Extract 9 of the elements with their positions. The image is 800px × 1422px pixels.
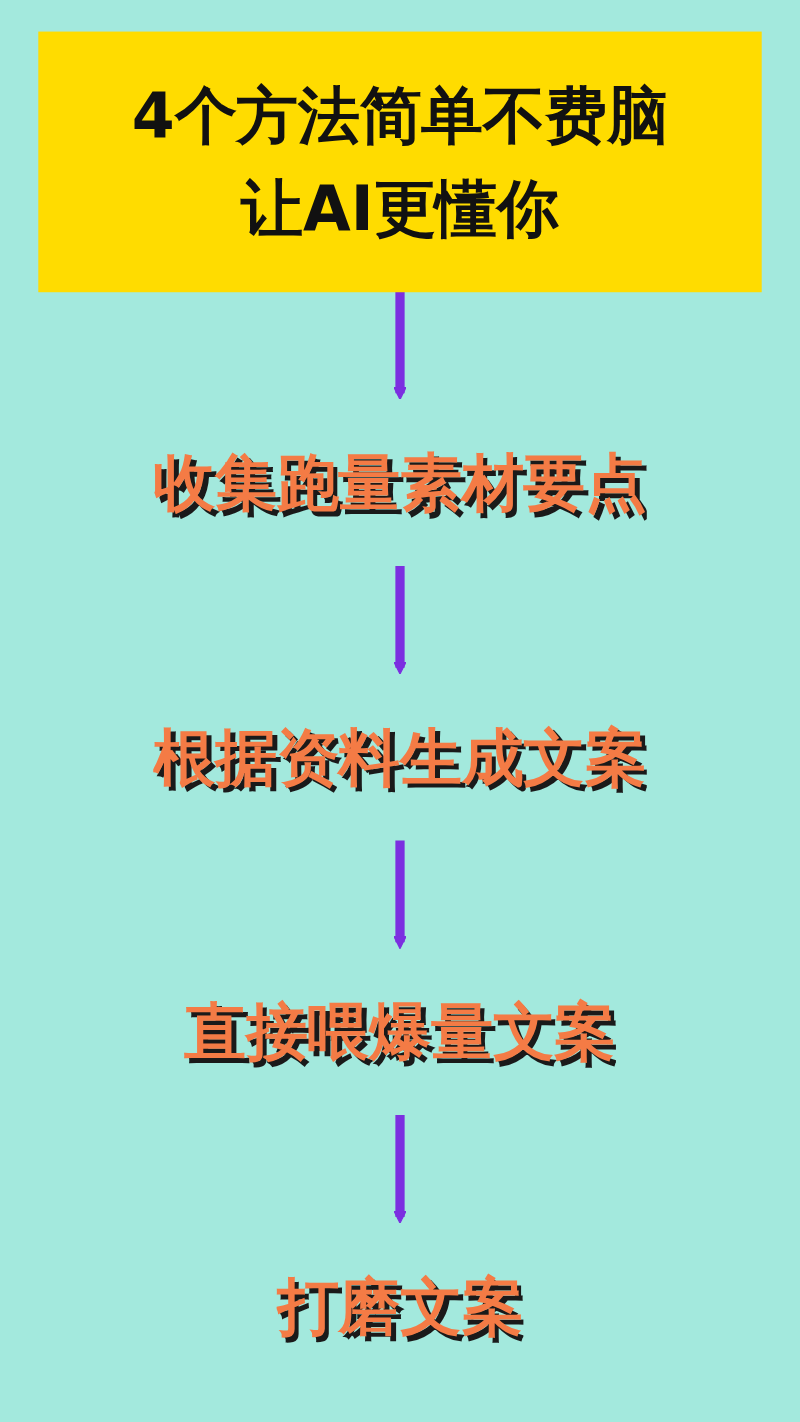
arrow — [393, 840, 407, 950]
node-text: 打磨文案 — [276, 1270, 524, 1342]
arrow — [393, 1115, 407, 1224]
arrow — [393, 566, 407, 675]
arrow — [393, 291, 407, 401]
node-text: 直接喂爆量文案 — [184, 996, 616, 1068]
node-text: 根据资料生成文案 — [153, 721, 647, 793]
node-box: 4个方法简单不费脑让AI更懂你 — [38, 31, 762, 293]
node-text: 收集跑量素材要点 — [153, 447, 647, 519]
